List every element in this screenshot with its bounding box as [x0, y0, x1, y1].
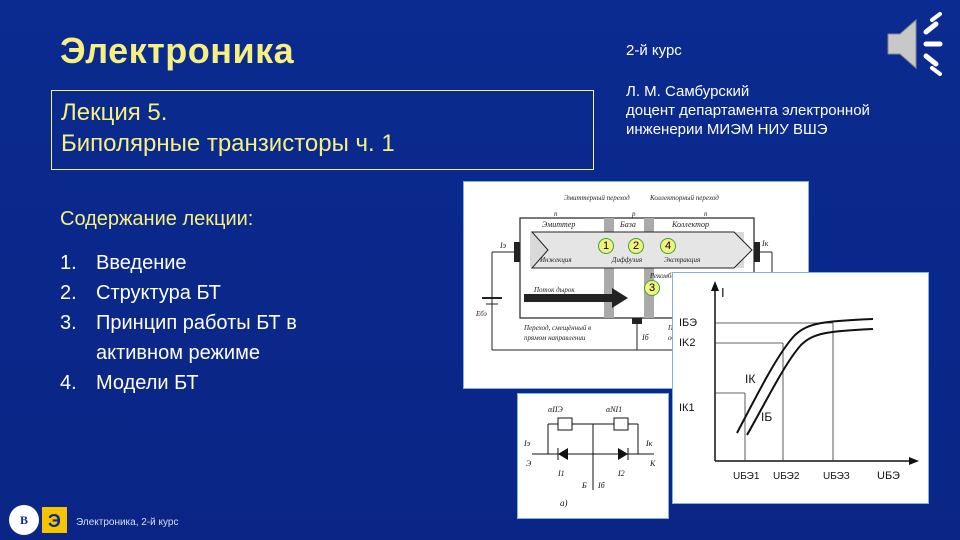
emitter-label: Эмиттер [542, 220, 575, 229]
footer-text: Электроника, 2-й курс [76, 517, 179, 528]
list-item-number: 4. [60, 372, 77, 394]
emitter-junction-label: Эмиттерный переход [564, 194, 630, 202]
marker-3[interactable]: 3 [644, 280, 660, 296]
hse-logo: В [9, 505, 39, 535]
lecture-title-box: Лекция 5. Биполярные транзисторы ч. 1 [51, 90, 594, 170]
emitter-current: Iэ [523, 439, 531, 448]
forward-note-1: Переход, смещённый в [523, 324, 591, 332]
collector-junction-label: Коллекторный переход [649, 194, 719, 202]
contents-heading: Содержание лекции: [60, 208, 254, 230]
x-label-1: UБЭ1 [733, 471, 760, 482]
x-label-2: UБЭ2 [773, 471, 800, 482]
i2-current: I2 [617, 469, 625, 478]
recombination-label: Рекомбинация [649, 272, 692, 280]
author-position-1: доцент департамента электронной [626, 102, 870, 119]
base-current-label: Iб [641, 333, 650, 342]
y-label-3: IК1 [679, 402, 695, 414]
author-position-2: инженерии МИЭМ НИУ ВШЭ [626, 121, 828, 138]
emitter-current-label: Iэ [499, 241, 507, 250]
list-item-text: Структура БТ [96, 282, 221, 304]
injection-label: Инжекция [539, 256, 572, 264]
author-name: Л. М. Самбурский [626, 83, 750, 100]
list-item-number: 2. [60, 282, 77, 304]
i1-current: I1 [557, 469, 565, 478]
miem-logo-letter: Э [48, 511, 61, 531]
iv-characteristic-plot: I UБЭ IБЭ IK2 IК1 UБЭ1 UБЭ2 UБЭЗ IК IБ [673, 273, 928, 503]
base-terminal: Б [581, 481, 587, 490]
list-item-number: 3. [60, 312, 77, 334]
diffusion-label: Диффузия [611, 256, 642, 264]
base-curve-label: IБ [761, 410, 772, 424]
ebers-moll-circuit: αIIЭ αNI1 Iэ Iк I1 I2 Iб Э [518, 394, 668, 518]
lecture-topic: Биполярные транзисторы ч. 1 [61, 130, 395, 157]
ebers-moll-model-figure: αIIЭ αNI1 Iэ Iк I1 I2 Iб Э [517, 393, 669, 519]
list-item: 1. Введение [60, 248, 360, 278]
list-item-text: Модели БТ [96, 372, 199, 394]
y-label-2: IK2 [679, 337, 696, 349]
lecture-number: Лекция 5. [61, 99, 168, 126]
hole-flow-label: Поток дырок [533, 286, 575, 294]
marker-4[interactable]: 4 [660, 238, 676, 254]
emitter-terminal: Э [526, 459, 532, 468]
alpha-n-label: αNI1 [606, 405, 622, 414]
list-item: 2. Структура БТ [60, 278, 360, 308]
marker-2[interactable]: 2 [628, 238, 644, 254]
collector-type-label: n [704, 210, 708, 218]
list-item: 3. Принцип работы БТ в активном режиме [60, 308, 360, 368]
forward-note-2: прямом направлении [524, 334, 586, 342]
y-axis-label: I [721, 285, 725, 300]
base-label: База [619, 220, 636, 229]
extraction-label: Экстракция [664, 256, 700, 264]
contents-list: 1. Введение 2. Структура БТ 3. Принцип р… [60, 248, 360, 398]
base-current: Iб [597, 481, 606, 490]
marker-1[interactable]: 1 [598, 238, 614, 254]
y-label-1: IБЭ [679, 317, 697, 329]
x-axis-label: UБЭ [877, 470, 900, 482]
author-info: Л. М. Самбурский доцент департамента эле… [626, 82, 946, 139]
list-item-text: Введение [96, 252, 187, 274]
collector-curve-label: IК [745, 372, 755, 386]
source-label: Eбэ [475, 310, 487, 318]
base-type-label: p [631, 210, 636, 218]
alpha-i-label: αIIЭ [548, 405, 564, 414]
collector-terminal: К [649, 459, 656, 468]
x-label-3: UБЭЗ [823, 471, 850, 482]
slide-title: Электроника [60, 30, 295, 71]
speaker-icon[interactable] [884, 12, 954, 76]
iv-characteristic-figure: I UБЭ IБЭ IK2 IК1 UБЭ1 UБЭ2 UБЭЗ IК IБ [672, 272, 929, 504]
figure-caption: а) [560, 498, 568, 508]
miem-logo: Э [42, 507, 67, 533]
list-item-number: 1. [60, 252, 77, 274]
collector-current-label: Iк [761, 239, 769, 248]
collector-current: Iк [645, 439, 653, 448]
emitter-type-label: n [554, 210, 558, 218]
list-item: 4. Модели БТ [60, 368, 360, 398]
course-label: 2-й курс [626, 42, 682, 59]
collector-label: Коллектор [671, 220, 709, 229]
list-item-text: Принцип работы БТ в активном режиме [96, 312, 297, 364]
